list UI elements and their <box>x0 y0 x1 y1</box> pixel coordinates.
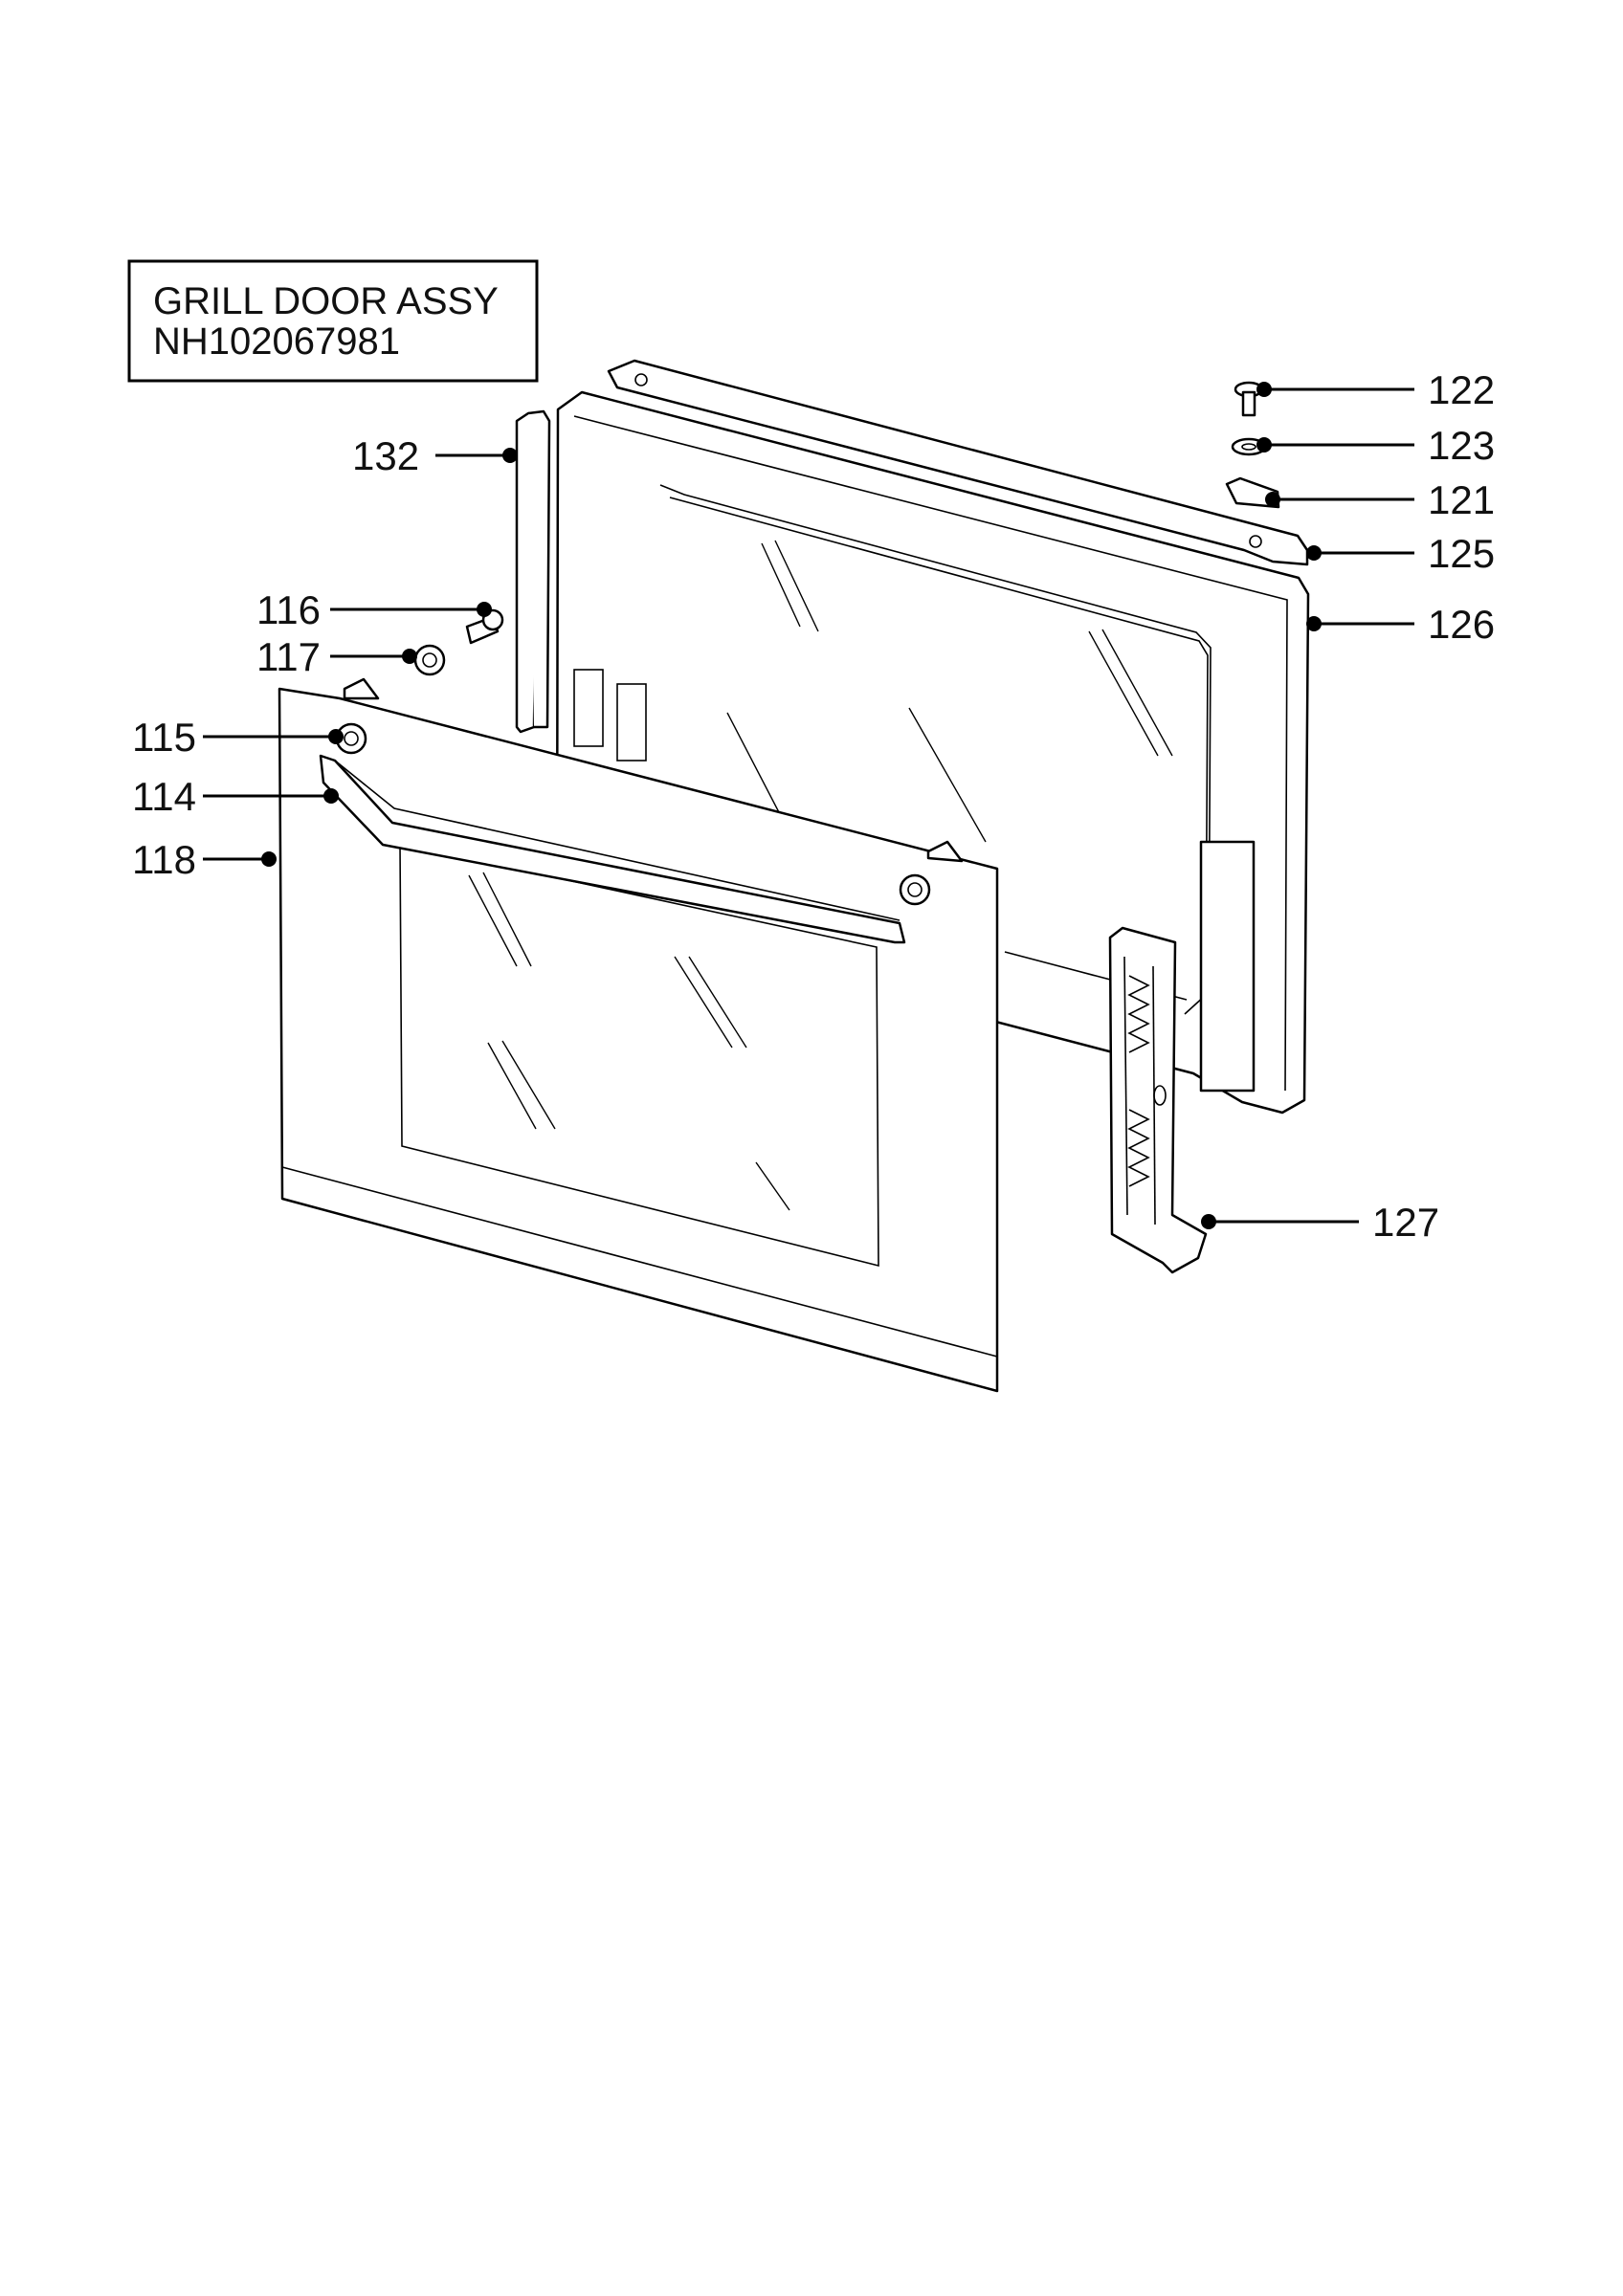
callout-label: 123 <box>1428 423 1495 468</box>
side-seal-strip <box>515 409 551 734</box>
bush-117 <box>413 644 446 676</box>
callout-label: 114 <box>132 774 196 819</box>
callout-132: 132 <box>352 433 518 478</box>
callout-122: 122 <box>1256 367 1495 412</box>
callout-125: 125 <box>1306 531 1495 576</box>
callout-label: 125 <box>1428 531 1495 576</box>
callout-116: 116 <box>256 587 492 632</box>
callout-label: 122 <box>1428 367 1495 412</box>
callout-label: 117 <box>256 634 321 679</box>
callout-127: 127 <box>1201 1200 1439 1245</box>
door-handle <box>319 754 906 944</box>
top-bracket-strip <box>607 359 1309 566</box>
callout-label: 132 <box>352 433 419 478</box>
callout-115: 115 <box>132 715 344 760</box>
screw-116 <box>465 608 504 645</box>
callout-123: 123 <box>1256 423 1495 468</box>
callout-label: 126 <box>1428 602 1495 647</box>
outer-glass <box>468 872 790 1211</box>
callout-label: 127 <box>1372 1200 1439 1245</box>
handle-mount-right <box>899 873 931 906</box>
callout-117: 117 <box>256 634 417 679</box>
callout-118: 118 <box>132 837 277 882</box>
callout-114: 114 <box>132 774 339 819</box>
callout-label: 118 <box>132 837 196 882</box>
callout-label: 115 <box>132 715 196 760</box>
callout-126: 126 <box>1306 602 1495 647</box>
title-box: GRILL DOOR ASSY NH102067981 <box>127 259 539 383</box>
inner-glass <box>726 540 1173 843</box>
title-line-2: NH102067981 <box>153 320 400 363</box>
outer-door-panel <box>278 677 999 1393</box>
callout-121: 121 <box>1265 477 1495 522</box>
title-line-1: GRILL DOOR ASSY <box>153 280 499 322</box>
callout-label: 121 <box>1428 477 1495 522</box>
hinge-127 <box>1108 926 1208 1274</box>
callout-label: 116 <box>256 587 321 632</box>
